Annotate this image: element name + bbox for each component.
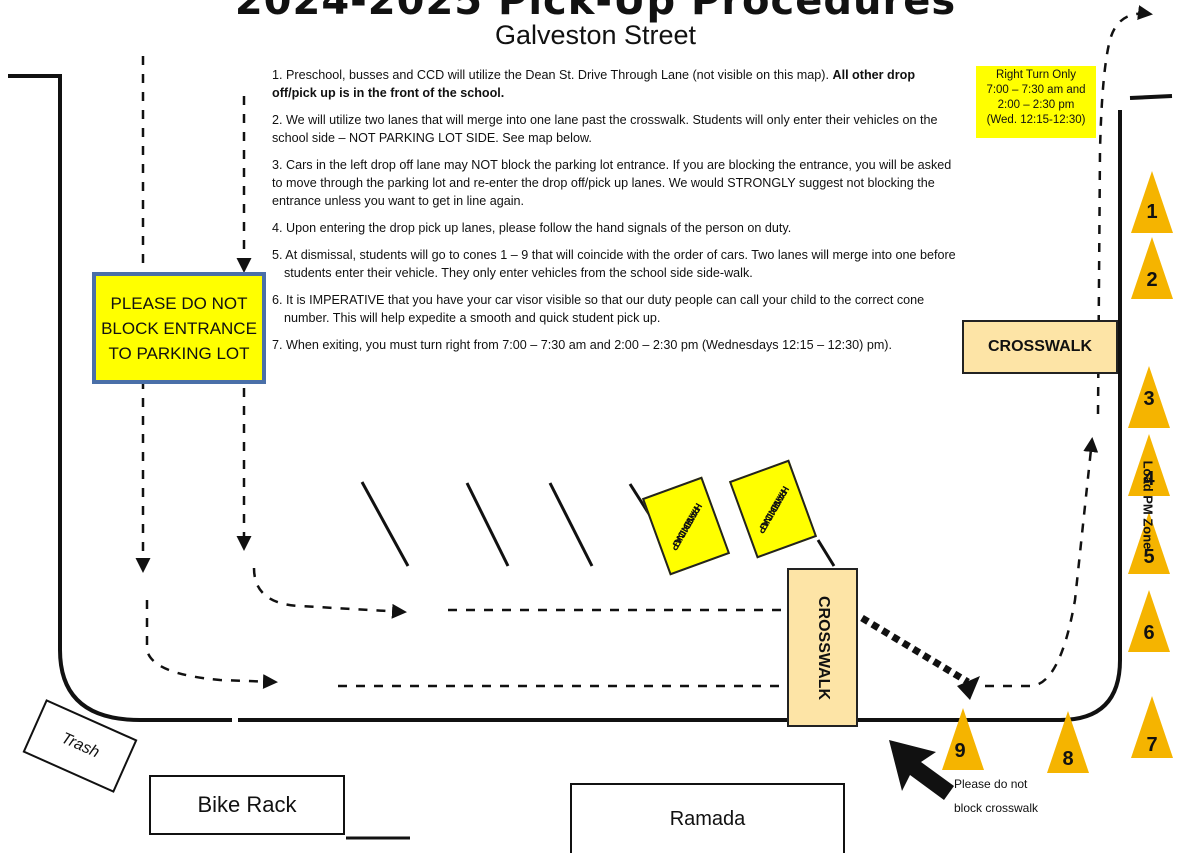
bike-rack-area: Bike Rack <box>149 775 345 835</box>
cone-icon <box>1128 590 1170 652</box>
instruction-7: 7. When exiting, you must turn right fro… <box>272 338 893 352</box>
street-name: Galveston Street <box>494 20 697 50</box>
cone-number-5: 5 <box>1143 546 1155 568</box>
lane-curve-1 <box>252 567 407 619</box>
parking-stall-line <box>548 482 594 567</box>
cone-icon <box>1128 512 1170 574</box>
ramada-area: Ramada <box>570 783 845 853</box>
cone-icon <box>1128 434 1170 496</box>
cone-icon <box>1131 237 1173 299</box>
lane-exit <box>1096 5 1153 415</box>
cone-icon <box>1131 171 1173 233</box>
cone-icon <box>1047 711 1089 773</box>
curb-line-left <box>8 74 232 722</box>
cone-number-6: 6 <box>1143 622 1155 644</box>
crosswalk-path-arrowhead <box>957 676 980 700</box>
cone-number-3: 3 <box>1143 388 1155 410</box>
cone-icon <box>1128 366 1170 428</box>
crosswalk-path-arrow <box>860 615 970 685</box>
page-title: 2024-2025 Pick-Up Procedures <box>234 0 957 24</box>
instruction-6: 6. It is IMPERATIVE that you have your c… <box>272 293 925 325</box>
parking-stall-line <box>360 481 410 567</box>
parking-stall-line <box>816 539 836 567</box>
cone-icon <box>1131 696 1173 758</box>
cone-number-9: 9 <box>954 740 966 762</box>
cone-number-4: 4 <box>1143 468 1155 490</box>
load-zone-label: Load PM Zone <box>1140 460 1156 550</box>
cone-icon <box>942 708 984 770</box>
cone-number-7: 7 <box>1146 734 1158 756</box>
cone-number-2: 2 <box>1146 269 1158 291</box>
cone-number-1: 1 <box>1146 201 1158 223</box>
lane-curve-2 <box>145 600 278 690</box>
crosswalk-top: CROSSWALK <box>962 320 1118 374</box>
instruction-3: 3. Cars in the left drop off lane may NO… <box>272 158 952 208</box>
instruction-2: 2. We will utilize two lanes that will m… <box>272 113 938 145</box>
cone-number-8: 8 <box>1062 748 1074 770</box>
crosswalk-note: Please do not block crosswalk <box>954 777 1039 815</box>
instruction-5: 5. At dismissal, students will go to con… <box>272 248 956 280</box>
big-arrow-icon <box>889 740 954 800</box>
right-turn-sign: Right Turn Only 7:00 – 7:30 am and 2:00 … <box>976 66 1096 138</box>
crosswalk-bottom: CROSSWALK <box>787 568 858 727</box>
instruction-1: 1. Preschool, busses and CCD will utiliz… <box>272 68 916 100</box>
instructions-list: 1. Preschool, busses and CCD will utiliz… <box>272 66 962 363</box>
parking-stall-line <box>465 482 510 567</box>
lane-merge <box>985 437 1099 688</box>
block-entrance-sign: PLEASE DO NOT BLOCK ENTRANCE TO PARKING … <box>92 272 266 384</box>
curb-line-top-right <box>1129 94 1173 100</box>
instruction-4: 4. Upon entering the drop pick up lanes,… <box>272 221 792 235</box>
